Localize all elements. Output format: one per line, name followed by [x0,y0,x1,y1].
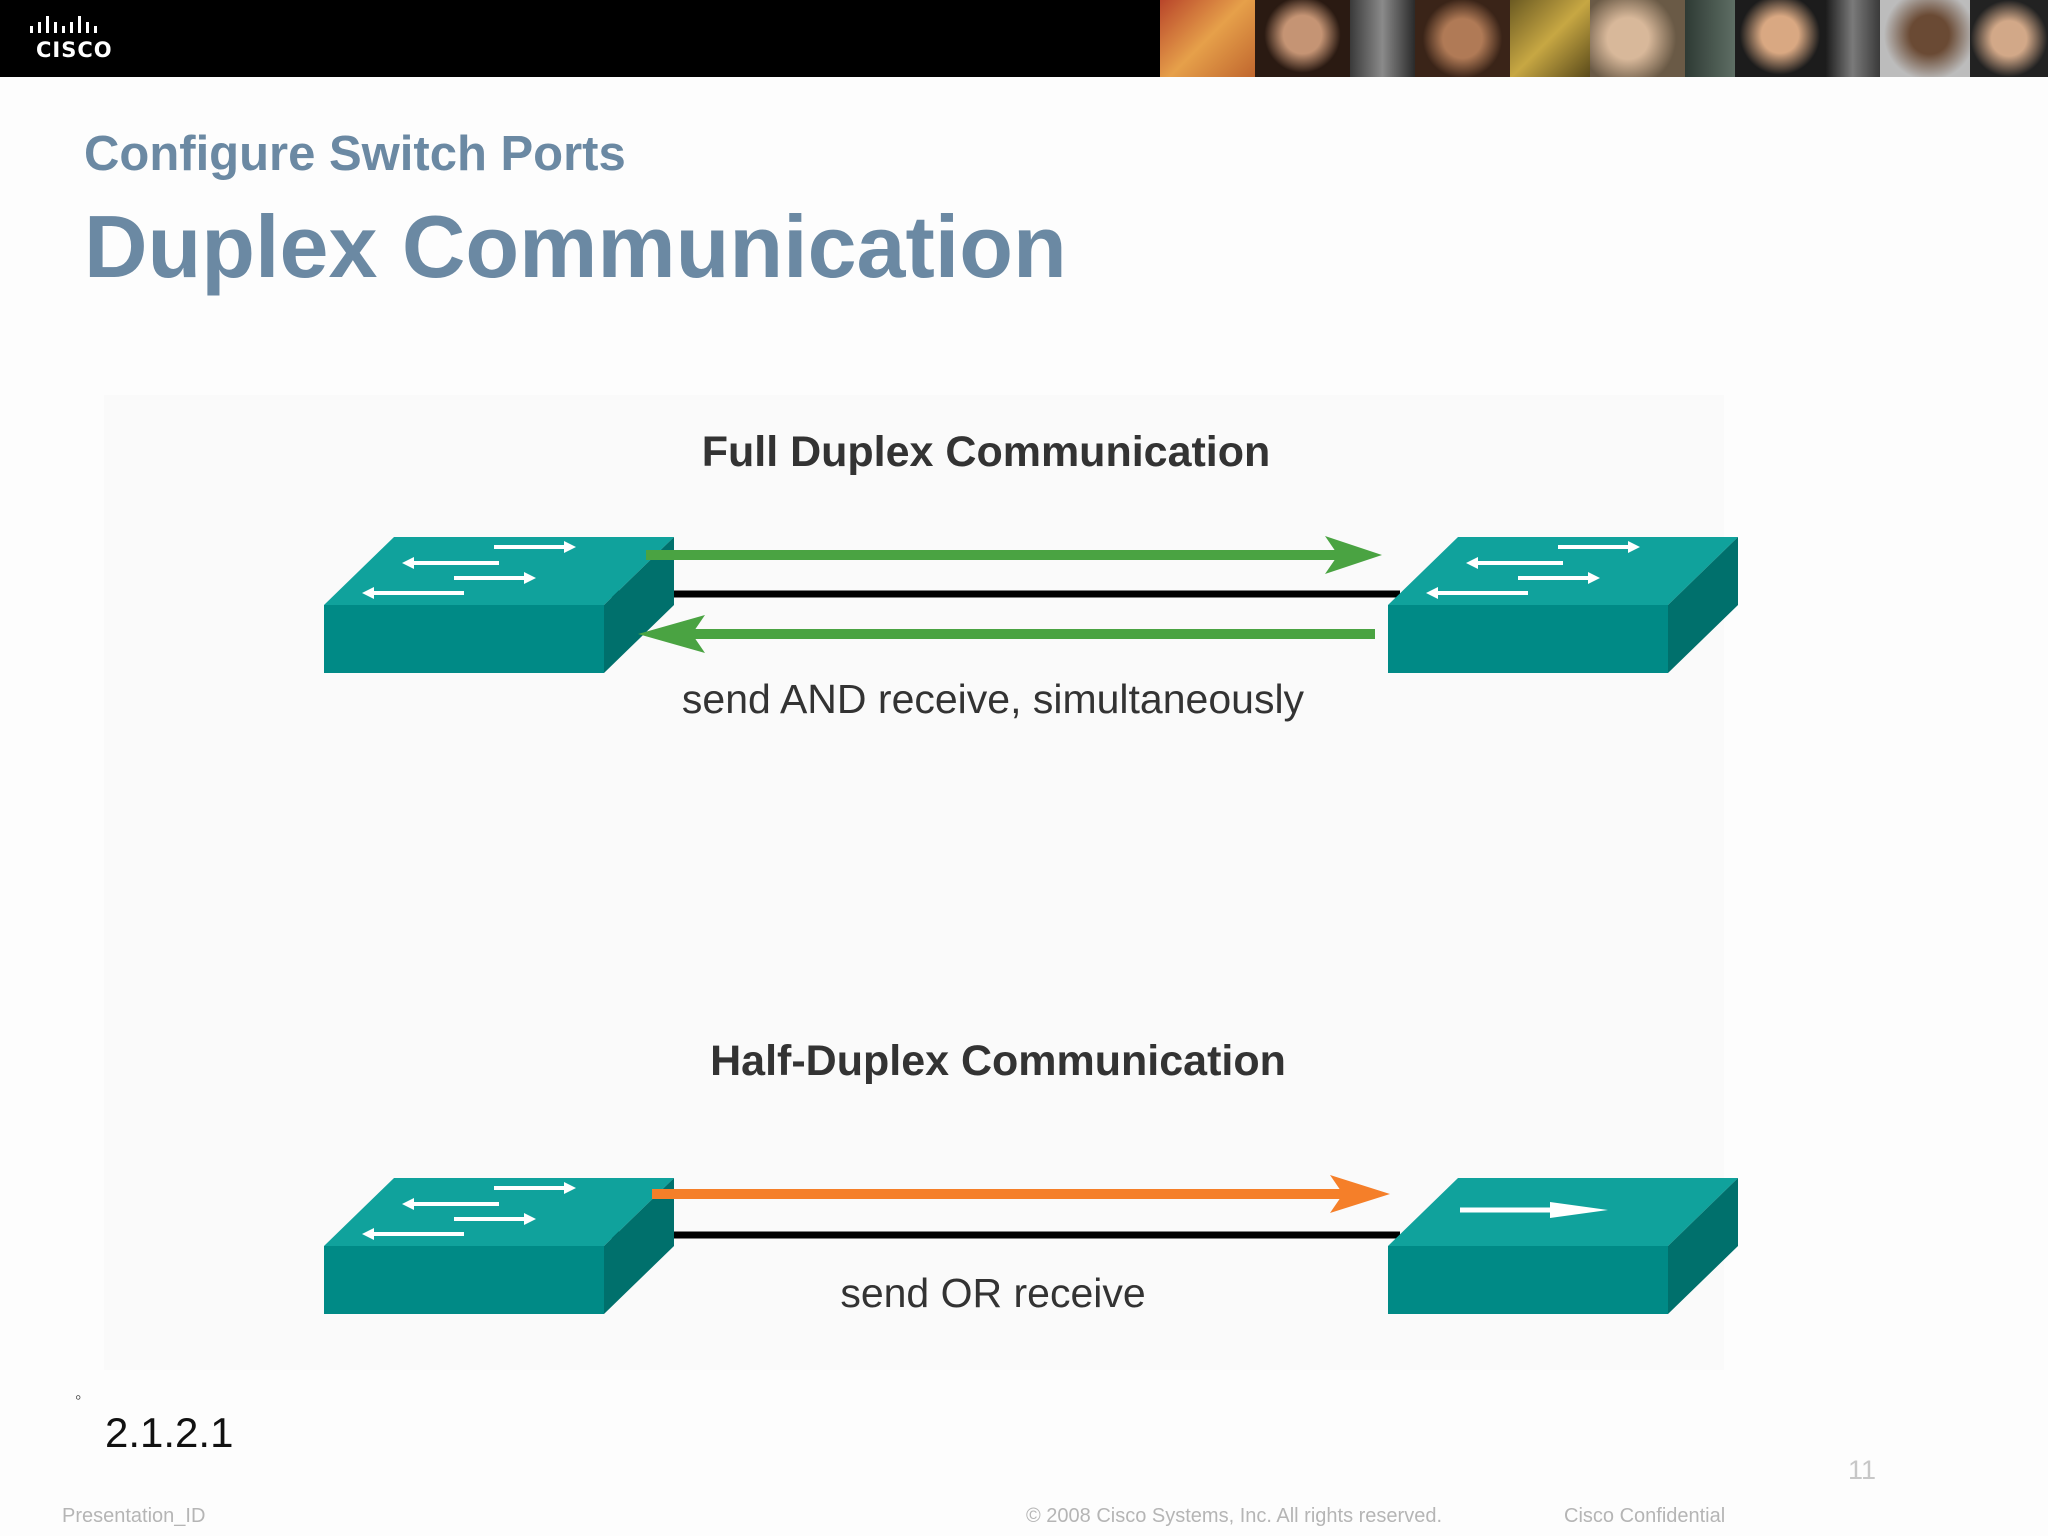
photo-tile [1415,0,1510,77]
switch-left-half [324,1178,674,1314]
copyright-notice: © 2008 Cisco Systems, Inc. All rights re… [1026,1505,1443,1527]
confidential-label: Cisco Confidential [1564,1505,1726,1527]
photo-tile [1735,0,1825,77]
photo-tile [1880,0,1970,77]
half-duplex-caption: send OR receive [840,1270,1146,1316]
photo-tile [1590,0,1685,77]
receive-arrow [638,615,1375,653]
slide-title: Duplex Communication [84,197,1067,296]
half-duplex-heading: Half-Duplex Communication [710,1037,1286,1085]
list-bullet: ◦ [75,1387,82,1407]
page-number: 11 [1848,1455,1877,1485]
full-duplex-heading: Full Duplex Communication [701,428,1271,476]
slide-subtitle: Configure Switch Ports [84,127,626,181]
half-duplex-arrow [652,1175,1390,1213]
full-duplex-caption: send AND receive, simultaneously [681,676,1305,722]
cisco-logo: CISCO [28,14,118,64]
switch-right-full [1388,537,1738,673]
photo-tile [1255,0,1350,77]
photo-strip [1160,0,2048,77]
logo-wordmark: CISCO [36,38,113,62]
photo-tile [1510,0,1590,77]
photo-tile [1350,0,1415,77]
presentation-id: Presentation_ID [62,1505,206,1527]
photo-tile [1160,0,1255,77]
photo-tile [1825,0,1880,77]
cisco-bars-icon [30,16,97,33]
switch-right-half [1388,1178,1738,1314]
send-arrow [646,536,1382,574]
photo-tile [1685,0,1735,77]
section-code: 2.1.2.1 [105,1409,234,1456]
header-bar: CISCO [0,0,2048,77]
photo-tile [1970,0,2048,77]
switch-left-full [324,537,674,673]
